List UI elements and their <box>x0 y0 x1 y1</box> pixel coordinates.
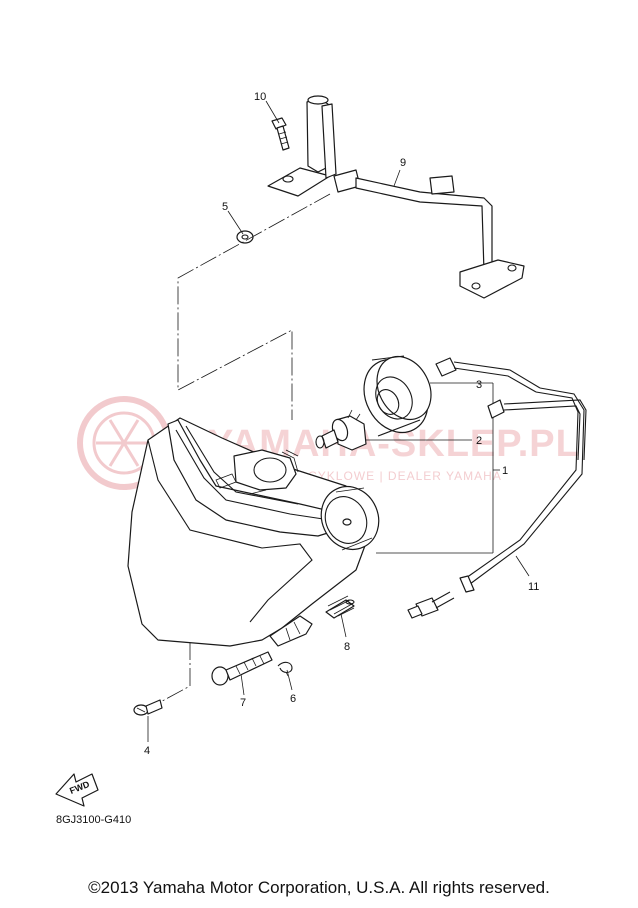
part-3-socket <box>363 355 432 437</box>
callout-11: 11 <box>528 581 539 593</box>
callout-7: 7 <box>240 697 246 709</box>
part-1-headlight-assembly <box>127 417 380 647</box>
part-11-harness <box>407 357 587 619</box>
part-8-spring <box>325 595 355 619</box>
callout-10: 10 <box>254 91 266 103</box>
callout-5: 5 <box>222 201 228 213</box>
part-5-collar <box>236 230 254 244</box>
callout-2: 2 <box>476 435 482 447</box>
diagram-code: 8GJ3100-G410 <box>56 814 131 826</box>
callout-3: 3 <box>476 379 482 391</box>
callout-9: 9 <box>400 157 406 169</box>
fwd-arrow-icon: FWD <box>55 773 99 807</box>
part-4-screw <box>133 699 163 716</box>
callout-8: 8 <box>344 641 350 653</box>
part-7-screw <box>211 651 273 686</box>
callout-1: 1 <box>502 465 508 477</box>
part-9-bracket <box>267 95 525 299</box>
part-2-bulb <box>315 409 367 451</box>
copyright-text: ©2013 Yamaha Motor Corporation, U.S.A. A… <box>88 878 550 897</box>
part-6-clip <box>277 661 293 677</box>
part-10-bolt <box>271 117 290 151</box>
callout-labels: 10 9 5 3 2 1 11 8 7 6 4 <box>144 91 539 757</box>
callout-6: 6 <box>290 693 296 705</box>
callout-4: 4 <box>144 745 150 757</box>
